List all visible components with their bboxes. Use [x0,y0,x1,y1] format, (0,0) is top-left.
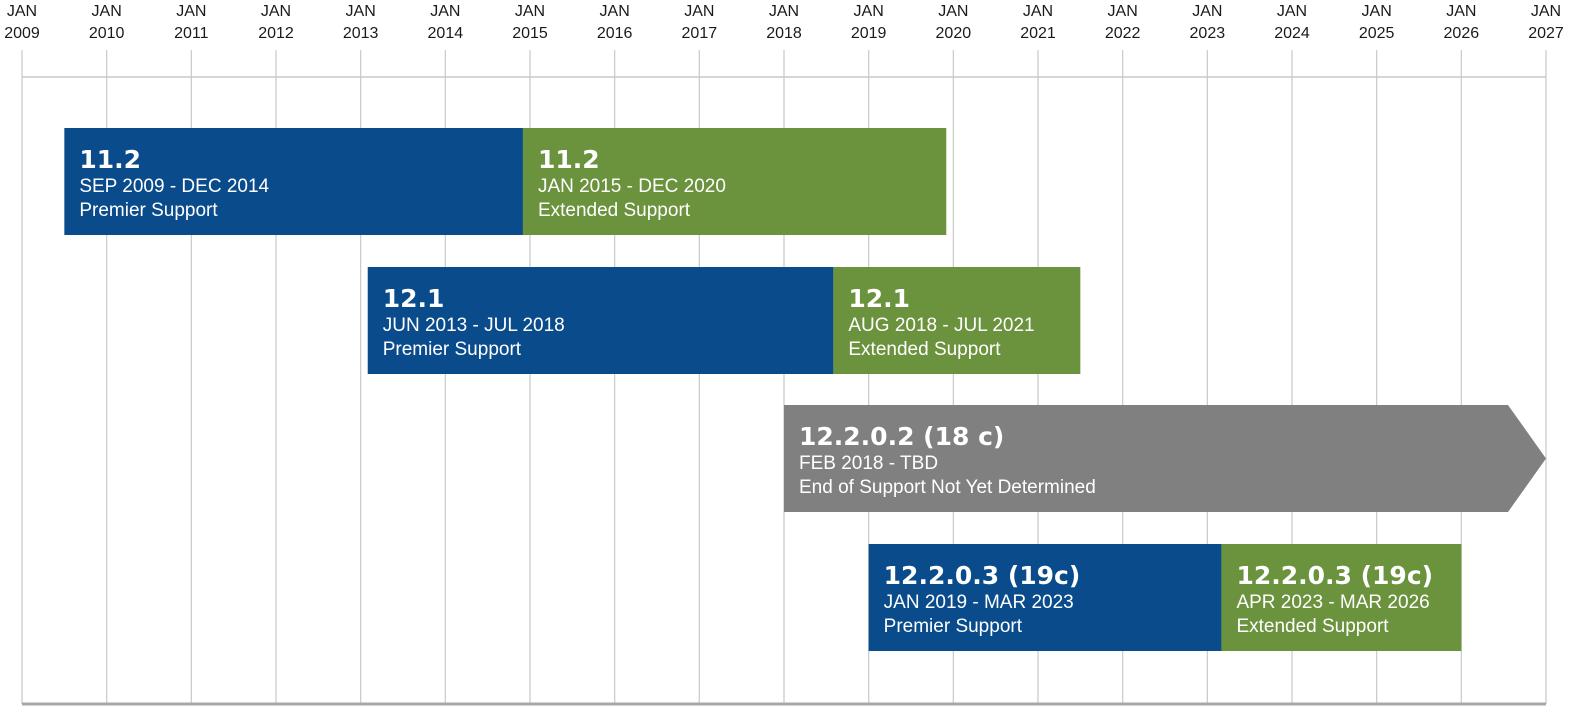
tick-month: JAN [1192,3,1222,20]
bar-version-label: 12.2.0.3 (19c) [884,561,1081,590]
tick-label: JAN 2027 [1528,3,1564,42]
tick-month: JAN [1362,3,1392,20]
tick-month: JAN [1446,3,1476,20]
tick-year: 2024 [1274,25,1310,42]
bar-version-label: 11.2 [538,145,600,174]
tick-year: 2025 [1359,25,1395,42]
tick-label: JAN 2016 [597,3,633,42]
tick-label: JAN 2023 [1190,3,1226,42]
bar-date-range: FEB 2018 - TBD [799,453,938,474]
tick-year: 2017 [682,25,718,42]
tick-label: JAN 2010 [89,3,125,42]
bar-shape [1221,544,1462,651]
tick-label: JAN 2012 [258,3,294,42]
bar-date-range: JAN 2019 - MAR 2023 [884,592,1074,613]
bar-support-label: Extended Support [538,200,691,221]
bar-version-label: 12.1 [383,284,445,313]
bar-extended: 12.2.0.3 (19c)APR 2023 - MAR 2026Extende… [1221,544,1462,651]
tick-label: JAN 2009 [4,3,40,42]
bar-support-label: Premier Support [383,339,522,360]
tick-year: 2026 [1444,25,1480,42]
tick-label: JAN 2024 [1274,3,1310,42]
bar-support-label: Extended Support [848,339,1001,360]
tick-month: JAN [769,3,799,20]
tick-year: 2010 [89,25,125,42]
tick-label: JAN 2015 [512,3,548,42]
bar-version-label: 12.1 [848,284,910,313]
bar-premier: 12.2.0.3 (19c)JAN 2019 - MAR 2023Premier… [868,544,1222,651]
tick-label: JAN 2013 [343,3,379,42]
bar-shape-arrow [784,405,1546,512]
bar-shape [522,128,947,235]
tick-year: 2019 [851,25,887,42]
tick-labels: JAN 2009 JAN 2010 JAN 2011 JAN 2012 JAN 2013 JAN 20… [4,3,1564,42]
tick-month: JAN [92,3,122,20]
bar-support-label: End of Support Not Yet Determined [799,477,1096,498]
tick-month: JAN [7,3,37,20]
tick-month: JAN [1023,3,1053,20]
bar-date-range: APR 2023 - MAR 2026 [1236,592,1429,613]
tick-year: 2009 [4,25,40,42]
bar-support-label: Premier Support [79,200,218,221]
tick-year: 2012 [258,25,294,42]
tick-year: 2016 [597,25,633,42]
tick-month: JAN [684,3,714,20]
tick-label: JAN 2022 [1105,3,1141,42]
tick-month: JAN [938,3,968,20]
bar-shape [367,267,834,374]
tick-label: JAN 2019 [851,3,887,42]
tick-label: JAN 2026 [1444,3,1480,42]
tick-month: JAN [176,3,206,20]
bar-tbd: 12.2.0.2 (18 c)FEB 2018 - TBD End of Supp… [784,405,1546,512]
bar-version-label: 11.2 [79,145,141,174]
tick-year: 2018 [766,25,802,42]
tick-year: 2022 [1105,25,1141,42]
bar-shape [868,544,1222,651]
bar-version-label: 12.2.0.3 (19c) [1236,561,1433,590]
tick-label: JAN 2011 [174,3,209,42]
tick-label: JAN 2018 [766,3,802,42]
bar-version-label: 12.2.0.2 (18 c) [799,422,1004,451]
tick-year: 2011 [174,25,209,42]
tick-month: JAN [261,3,291,20]
tick-year: 2021 [1020,25,1056,42]
bar-support-label: Extended Support [1236,616,1389,637]
tick-label: JAN 2020 [936,3,972,42]
tick-month: JAN [430,3,460,20]
bar-shape [833,267,1081,374]
bar-shape [64,128,523,235]
bar-date-range: JAN 2015 - DEC 2020 [538,176,726,197]
bar-date-range: AUG 2018 - JUL 2021 [848,315,1034,336]
tick-month: JAN [515,3,545,20]
tick-year: 2013 [343,25,379,42]
tick-label: JAN 2017 [682,3,718,42]
tick-label: JAN 2014 [428,3,464,42]
tick-month: JAN [1531,3,1561,20]
tick-year: 2014 [428,25,464,42]
tick-label: JAN 2021 [1020,3,1056,42]
tick-month: JAN [346,3,376,20]
tick-month: JAN [1108,3,1138,20]
bar-date-range: SEP 2009 - DEC 2014 [79,176,269,197]
tick-year: 2020 [936,25,972,42]
tick-year: 2015 [512,25,548,42]
tick-month: JAN [600,3,630,20]
tick-month: JAN [1277,3,1307,20]
bar-support-label: Premier Support [884,616,1023,637]
bar-date-range: JUN 2013 - JUL 2018 [383,315,565,336]
tick-year: 2023 [1190,25,1226,42]
tick-year: 2027 [1528,25,1564,42]
tick-month: JAN [854,3,884,20]
tick-label: JAN 2025 [1359,3,1395,42]
